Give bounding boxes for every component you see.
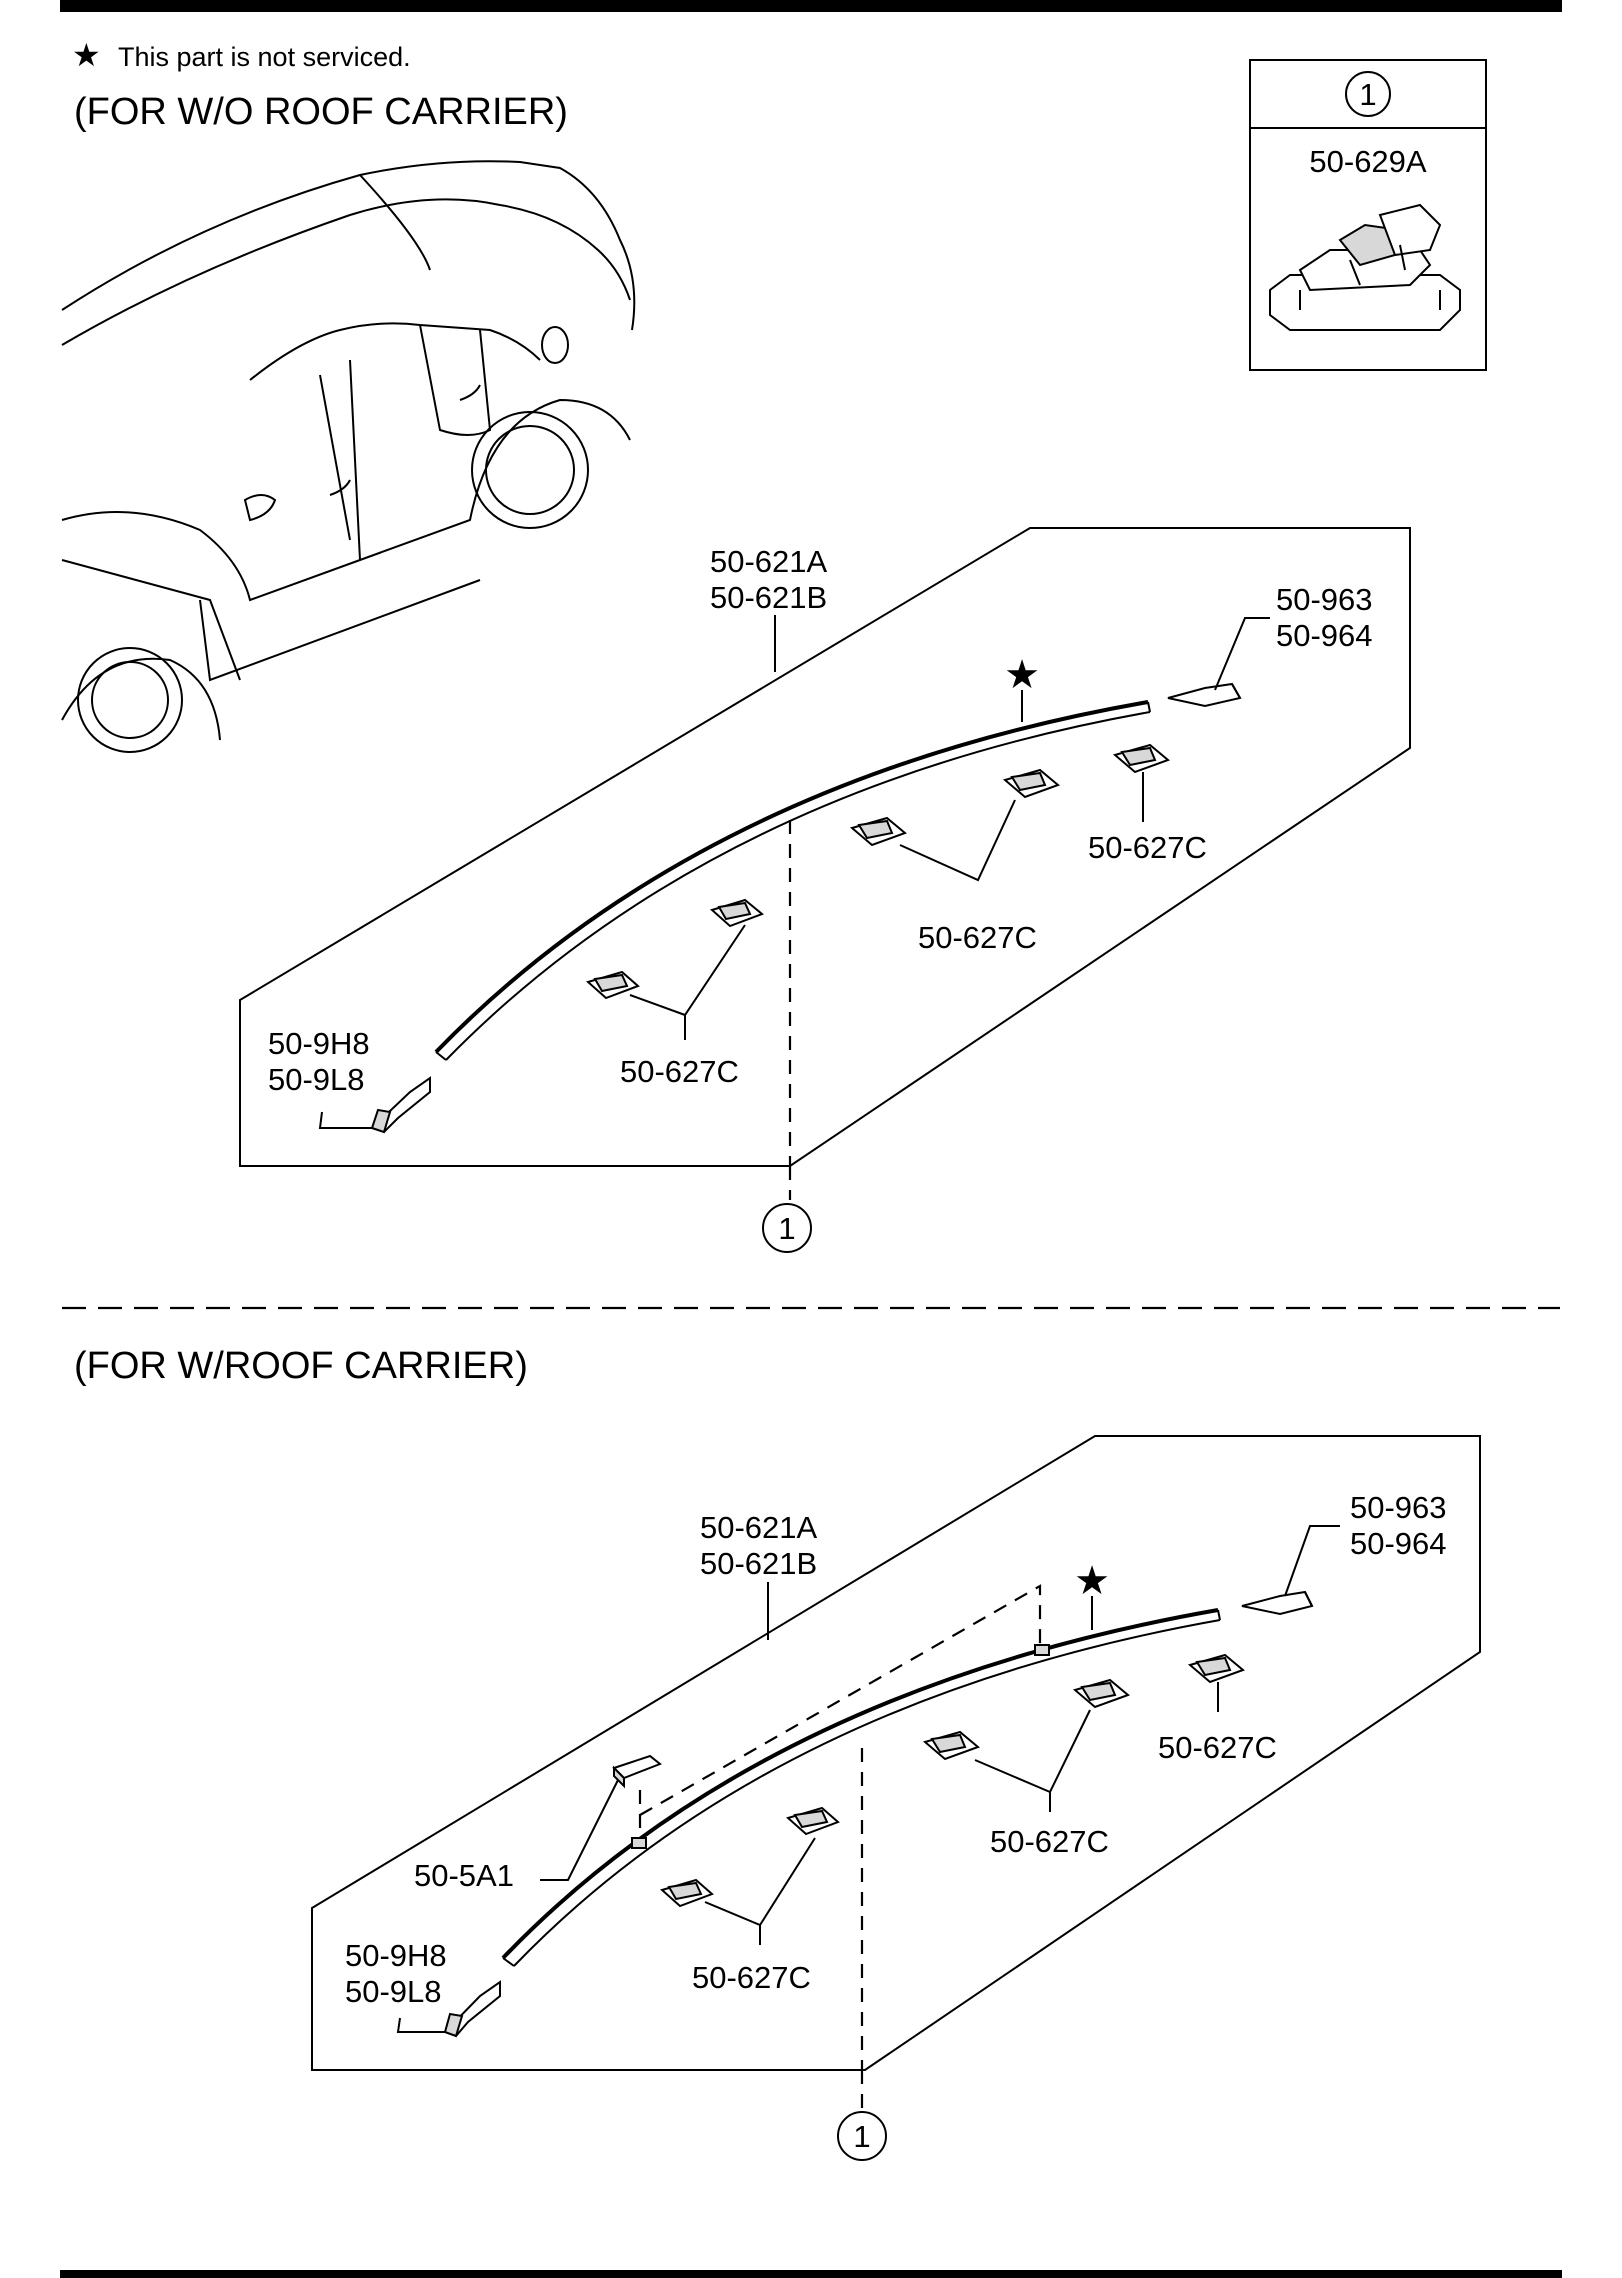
legend-note: This part is not serviced. <box>118 42 411 72</box>
clip-1-middle-label: 50-627C <box>918 920 1037 955</box>
bottom-border <box>60 2270 1562 2278</box>
clip-1-middle-a <box>1002 768 1060 799</box>
clip-2-middle-label: 50-627C <box>990 1824 1109 1859</box>
retainer-clip-illustration <box>1269 203 1461 331</box>
callout-1-circle <box>762 1203 812 1253</box>
callout-1-number: 1 <box>778 1211 795 1246</box>
clip-2-right <box>1187 1653 1245 1684</box>
carrier-pad-label: 50-5A1 <box>414 1858 514 1893</box>
front-end-cap-2-label-b: 50-964 <box>1350 1526 1447 1561</box>
clip-2-left-b <box>659 1878 714 1908</box>
detail-box: 1 50-629A <box>1249 59 1487 371</box>
top-border <box>60 0 1562 12</box>
clip-2-left-a <box>785 1806 840 1836</box>
front-end-cap-2-label-a: 50-963 <box>1350 1490 1447 1525</box>
clip-2-right-label: 50-627C <box>1158 1730 1277 1765</box>
front-end-cap-1-label-a: 50-963 <box>1276 582 1373 617</box>
clip-2-middle-b <box>922 1730 980 1761</box>
molding-2-label-a: 50-621A <box>700 1510 818 1545</box>
clip-1-left-a <box>710 898 764 928</box>
not-serviced-star-icon-1: ★ <box>1004 653 1040 697</box>
legend: ★ This part is not serviced. <box>72 37 411 73</box>
rear-end-cap-1-label-a: 50-9H8 <box>268 1026 370 1061</box>
front-end-cap-1 <box>1167 682 1242 708</box>
rear-end-cap-1-label-b: 50-9L8 <box>268 1062 365 1097</box>
clip-2-middle-a <box>1072 1678 1130 1709</box>
roof-molding-1 <box>434 700 1149 1054</box>
molding-1-label-b: 50-621B <box>710 580 827 615</box>
section-2-title: (FOR W/ROOF CARRIER) <box>74 1345 528 1387</box>
clip-1-left-b <box>585 970 640 1000</box>
section-2-panel: ★ 50-963 50-964 50-621A 50-621B 50-627C <box>311 1435 1481 2161</box>
section-1-title: (FOR W/O ROOF CARRIER) <box>74 91 568 133</box>
molding-1-label-a: 50-621A <box>710 544 828 579</box>
clip-1-right <box>1112 743 1170 774</box>
clip-1-right-label: 50-627C <box>1088 830 1207 865</box>
carrier-pad <box>612 1754 662 1789</box>
detail-part-number: 50-629A <box>1309 144 1427 179</box>
rear-end-cap-2-label-a: 50-9H8 <box>345 1938 447 1973</box>
rear-end-cap-2 <box>443 1980 501 2038</box>
car-illustration <box>61 160 636 753</box>
front-end-cap-2 <box>1241 1590 1314 1616</box>
detail-callout-circle <box>1345 71 1391 117</box>
rear-end-cap-2-label-b: 50-9L8 <box>345 1974 442 2009</box>
section-1-panel: ★ 50-963 50-964 50-621A 50-621B 50-627C <box>239 527 1411 1253</box>
legend-star-icon: ★ <box>72 37 101 73</box>
molding-2-label-b: 50-621B <box>700 1546 817 1581</box>
rear-end-cap-1 <box>370 1076 431 1134</box>
callout-2-number: 1 <box>853 2119 870 2154</box>
detail-callout-number: 1 <box>1359 77 1376 112</box>
clip-1-middle-b <box>849 816 907 847</box>
roof-molding-2 <box>501 1608 1219 1960</box>
not-serviced-star-icon-2: ★ <box>1074 1559 1110 1603</box>
clip-2-left-label: 50-627C <box>692 1960 811 1995</box>
callout-2-circle <box>837 2111 887 2161</box>
clip-1-left-label: 50-627C <box>620 1054 739 1089</box>
front-end-cap-1-label-b: 50-964 <box>1276 618 1373 653</box>
